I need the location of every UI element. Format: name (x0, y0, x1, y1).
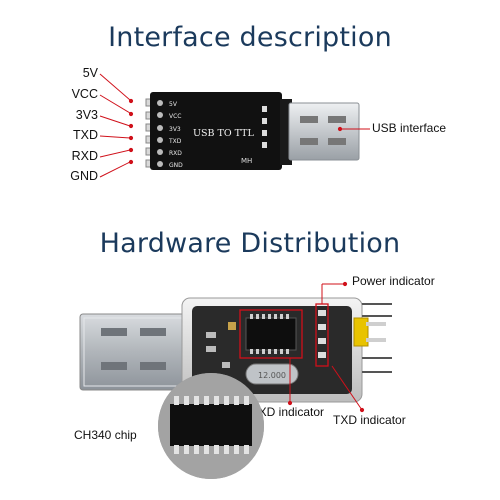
crystal (245, 363, 299, 385)
pin-label-txd: TXD (73, 128, 98, 142)
callout-usb-interface: USB interface (372, 121, 447, 135)
usb-plug-top (288, 102, 360, 161)
crystal-label: 12.000 (258, 371, 286, 380)
ch340-chip-zoom (170, 404, 252, 446)
callout-ch340-chip: CH340 chip (74, 428, 137, 442)
jumper (353, 317, 369, 347)
module-case-view: 12.000 (79, 281, 392, 479)
pcb-board (150, 92, 282, 170)
silk-5v: 5V (169, 101, 178, 108)
silk-vcc: VCC (169, 113, 181, 120)
silk-3v3: 3V3 (169, 126, 181, 133)
usb-plug-side (79, 313, 189, 391)
silk-gnd: GND (169, 162, 183, 169)
title-hardware-distribution: Hardware Distribution (99, 228, 401, 259)
silk-txd: TXD (168, 138, 182, 145)
pin-label-3v3: 3V3 (75, 108, 98, 122)
callout-txd-indicator: TXD indicator (333, 413, 406, 427)
ch340-chip-board (245, 317, 297, 351)
callout-rxd-indicator: RXD indicator (250, 405, 325, 419)
pin-label-5v: 5V (82, 66, 98, 80)
board-label: USB TO TTL (193, 128, 255, 139)
silk-rxd: RXD (169, 150, 182, 157)
title-interface-description: Interface description (108, 22, 392, 53)
pin-label-vcc: VCC (71, 87, 98, 101)
module-top-view: 5V VCC 3V3 TXD RXD GND USB TO TTL MH (99, 73, 370, 178)
callout-power-indicator: Power indicator (352, 274, 435, 288)
pin-label-rxd: RXD (71, 149, 98, 163)
pin-label-gnd: GND (70, 169, 98, 183)
board-mark: MH (241, 157, 252, 165)
